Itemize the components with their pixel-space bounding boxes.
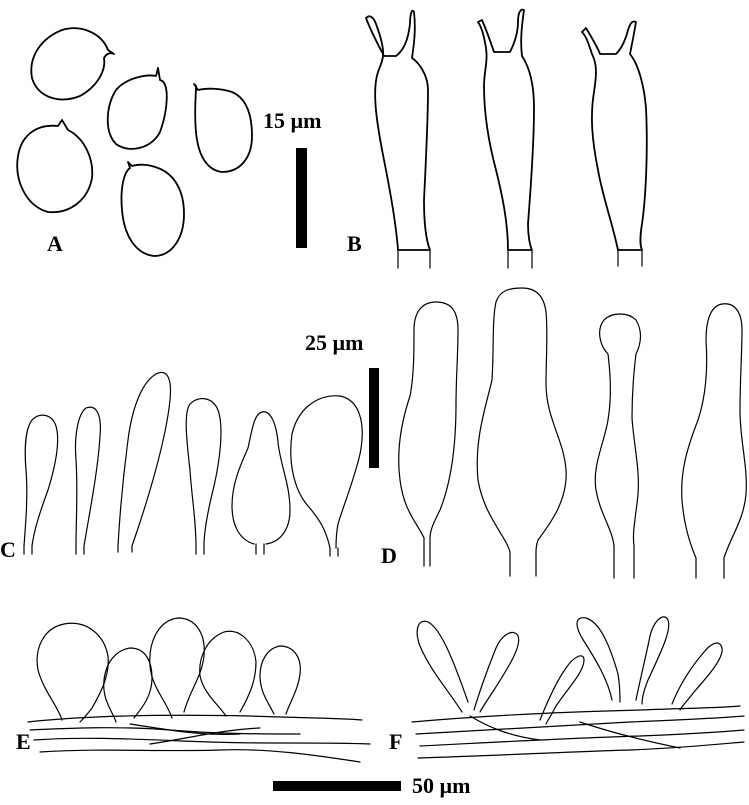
hyphae: [129, 723, 261, 745]
panel-label-a: A: [47, 231, 63, 256]
cystidium-base: [255, 543, 265, 555]
panel-b-basidia: B: [347, 8, 648, 269]
hyphae: [27, 714, 363, 723]
panel-a-spores: A: [16, 27, 253, 257]
cystidium-base: [329, 547, 339, 557]
scale-bar-vertical: [369, 368, 379, 468]
scale-label-25um: 25 µm: [305, 330, 364, 355]
scale-bar-25um: 25 µm: [305, 330, 379, 468]
panel-e-pileipellis: E: [16, 617, 371, 763]
cystidium: [594, 313, 642, 547]
basidium: [477, 8, 535, 251]
cystidium-base: [23, 545, 33, 555]
cystidium: [476, 287, 567, 553]
cystidium: [185, 398, 222, 547]
cystidium: [23, 414, 59, 547]
hyphae: [29, 727, 301, 735]
basidium-septum: [617, 249, 643, 267]
hyphae: [39, 749, 361, 763]
cystidium: [117, 371, 172, 547]
cystidium: [398, 301, 459, 539]
panel-label-f: F: [389, 729, 402, 754]
clavate-cell: [671, 642, 723, 711]
clavate-cell: [416, 620, 469, 713]
cystidium: [74, 406, 101, 547]
spore: [16, 119, 94, 213]
scale-label-50um: 50 µm: [412, 773, 471, 798]
spore: [120, 161, 185, 257]
basidium-septum: [507, 249, 533, 269]
cystidium-base: [75, 545, 85, 555]
cystidium: [290, 395, 363, 549]
inflated-cell: [103, 647, 153, 723]
cystidium-base: [509, 551, 537, 577]
cystidium-base: [423, 537, 431, 567]
basidium-septum: [397, 249, 431, 269]
panel-label-d: D: [381, 543, 397, 568]
hyphae: [415, 715, 745, 735]
panel-d-cystidia: D: [381, 287, 747, 579]
cystidium-base: [117, 545, 133, 553]
hyphae: [33, 737, 371, 745]
cystidium: [231, 411, 291, 545]
cystidium-base: [613, 545, 635, 579]
panel-label-c: C: [0, 537, 16, 562]
inflated-cell: [149, 617, 205, 719]
inflated-cell: [36, 622, 109, 723]
inflated-cell: [259, 645, 301, 715]
clavate-cell: [635, 616, 670, 705]
scale-label-15um: 15 µm: [263, 108, 322, 133]
clavate-cell: [576, 617, 621, 703]
panel-label-b: B: [347, 231, 362, 256]
panel-label-e: E: [16, 729, 31, 754]
cystidium: [681, 303, 747, 559]
scale-bar-vertical: [296, 148, 307, 248]
cystidium-base: [195, 545, 205, 555]
hyphae: [411, 705, 741, 723]
basidium: [581, 20, 648, 251]
panel-f-pileipellis: F: [389, 616, 745, 759]
hyphae: [469, 715, 681, 749]
hyphae: [417, 741, 745, 759]
scale-bar-horizontal: [273, 781, 401, 791]
inflated-cell: [199, 630, 257, 717]
clavate-cell: [539, 655, 585, 725]
panel-c-cystidia: C: [0, 371, 363, 562]
spore: [30, 27, 115, 101]
spore: [193, 83, 253, 173]
scale-bar-50um: 50 µm: [273, 773, 471, 798]
hyphae: [419, 729, 745, 747]
scale-bar-15um: 15 µm: [263, 108, 322, 248]
spore: [106, 67, 168, 150]
basidium: [365, 9, 431, 251]
cystidium-base: [695, 557, 725, 579]
clavate-cell: [473, 631, 520, 713]
